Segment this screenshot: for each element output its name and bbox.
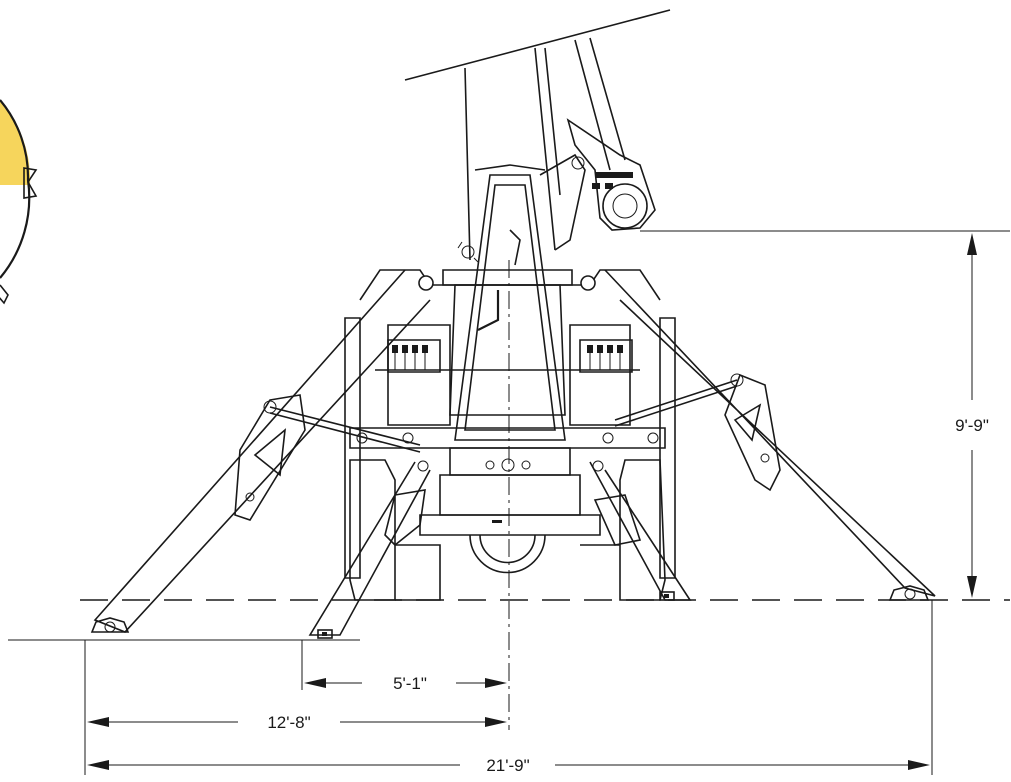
dimension-height: 9'-9" [955, 233, 989, 598]
a-frame [442, 164, 573, 441]
boom [404, 9, 671, 266]
dimension-label-21-9: 21'-9" [486, 756, 529, 775]
dimension-label-12-8: 12'-8" [267, 713, 310, 732]
outrigger-front-right [580, 269, 936, 601]
dimension-front-to-centerline: 12'-8" [87, 713, 507, 732]
dimension-label-9-9: 9'-9" [955, 416, 989, 435]
dimension-label-5-1: 5'-1" [393, 674, 427, 693]
valve-bank-left [387, 339, 441, 373]
valve-bank-right [579, 339, 633, 373]
dimension-rear-to-centerline: 5'-1" [304, 674, 507, 693]
chassis [344, 269, 676, 601]
outrigger-rear-left [308, 460, 431, 639]
outrigger-front-left [90, 269, 434, 633]
rotation-indicator [0, 99, 38, 305]
dimension-total-span: 21'-9" [87, 756, 930, 775]
